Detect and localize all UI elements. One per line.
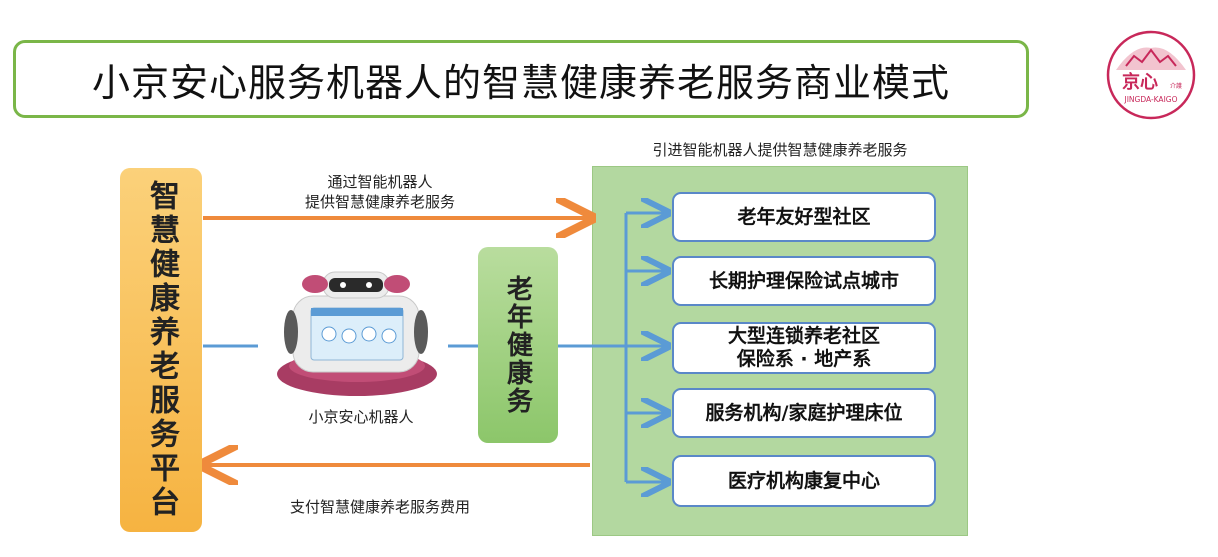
title-box: 小京安心服务机器人的智慧健康养老服务商业模式 [13, 40, 1029, 118]
logo-brand: JINGDA-KAIGO [1123, 95, 1177, 104]
jingda-kaigo-logo: 京心 介護 JINGDA-KAIGO [1106, 30, 1196, 120]
elder-health-label: 老年健康务 [502, 275, 533, 415]
service-box-3: 大型连锁养老社区 保险系 · 地产系 [672, 322, 936, 374]
service-label: 大型连锁养老社区 [727, 325, 880, 347]
page-title: 小京安心服务机器人的智慧健康养老服务商业模式 [91, 60, 950, 105]
service-box-1: 老年友好型社区 [672, 192, 936, 242]
service-box-5: 医疗机构康复中心 [672, 455, 936, 507]
robot-image [277, 271, 437, 396]
service-label: 老年友好型社区 [737, 205, 871, 228]
service-label: 服务机构/家庭护理床位 [705, 401, 903, 424]
robot-caption: 小京安心机器人 [308, 408, 414, 426]
platform-label: 智慧健康养老服务平台 [144, 180, 179, 520]
platform-box: 智慧健康养老服务平台 [120, 168, 202, 532]
service-sublabel: 保险系 · 地产系 [736, 348, 872, 370]
bottom-arrow-label: 支付智慧健康养老服务费用 [289, 498, 470, 516]
service-box-4: 服务机构/家庭护理床位 [672, 388, 936, 438]
elder-health-box: 老年健康务 [478, 247, 558, 443]
service-label: 医疗机构康复中心 [727, 469, 880, 492]
service-label: 长期护理保险试点城市 [708, 269, 899, 292]
service-box-2: 长期护理保险试点城市 [672, 256, 936, 306]
logo-text: 京心 [1122, 71, 1158, 93]
panel-header: 引进智能机器人提供智慧健康养老服务 [652, 141, 908, 159]
top-arrow-label: 通过智能机器人 提供智慧健康养老服务 [304, 173, 455, 211]
logo-subtext: 介護 [1170, 82, 1182, 90]
